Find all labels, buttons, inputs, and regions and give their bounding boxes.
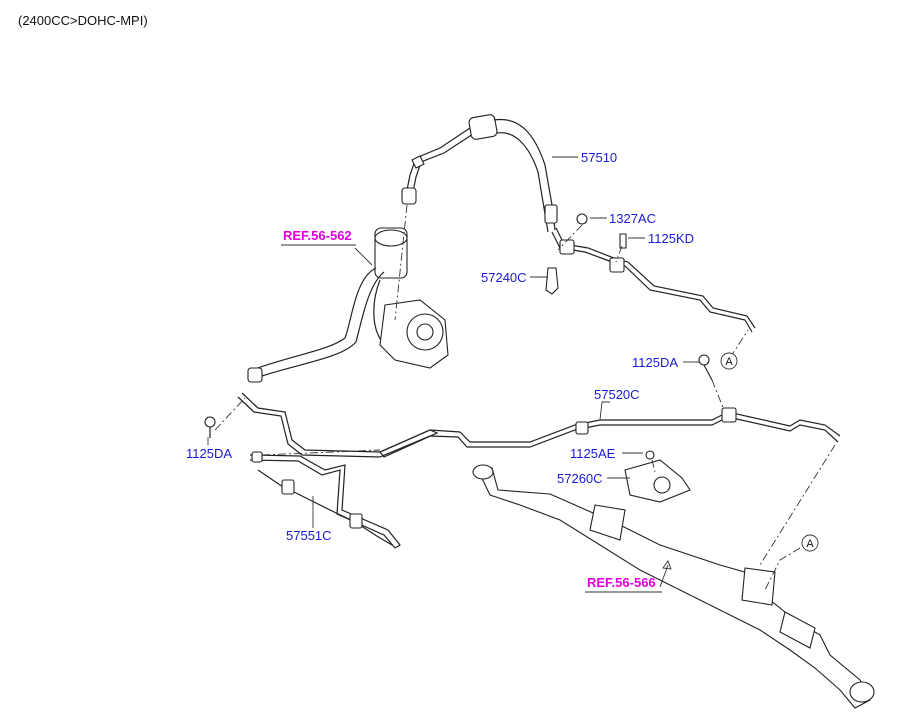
centerline-1125DA	[711, 379, 725, 411]
centerline-A-upper	[729, 329, 749, 359]
label-57551C[interactable]: 57551C	[286, 528, 332, 543]
centerline-1125AE	[651, 459, 656, 473]
ref-56-566-label[interactable]: REF.56-566	[587, 575, 656, 590]
steering-gear-assembly[interactable]	[472, 450, 875, 709]
centerline-return-left	[261, 449, 381, 456]
callout-a-upper: A	[720, 352, 738, 370]
return-tube-57551C[interactable]	[249, 451, 401, 549]
label-57520C[interactable]: 57520C	[594, 387, 640, 402]
label-1125KD[interactable]: 1125KD	[648, 231, 694, 246]
ref-56-562-label[interactable]: REF.56-562	[283, 228, 352, 243]
leader-ref-56-562	[354, 247, 373, 266]
callout-a-upper-letter: A	[725, 356, 733, 368]
label-1125DA-upper[interactable]: 1125DA	[632, 355, 678, 370]
arrow-ref-56-566	[662, 560, 672, 570]
pressure-tube-57520C[interactable]	[237, 392, 841, 458]
reservoir-and-pump[interactable]	[247, 227, 449, 383]
callout-a-lower: A	[801, 534, 819, 552]
leader-57520C	[599, 401, 610, 421]
centerline-1327AC	[557, 224, 583, 251]
label-1125AE[interactable]: 1125AE	[570, 446, 616, 461]
centerline-A-gear	[764, 547, 801, 591]
label-1327AC[interactable]: 1327AC	[609, 211, 656, 226]
callout-a-lower-letter: A	[806, 538, 814, 550]
label-1125DA-left[interactable]: 1125DA	[186, 446, 232, 461]
pressure-tube-upper[interactable]	[545, 213, 756, 333]
engine-spec-header: (2400CC>DOHC-MPI)	[18, 13, 148, 28]
centerline-1125KD	[615, 245, 623, 263]
label-57510[interactable]: 57510	[581, 150, 617, 165]
pressure-hose-57510[interactable]	[401, 114, 558, 233]
centerline-hose-to-pump	[394, 204, 408, 321]
centerline-1125DA-left	[214, 397, 246, 431]
bolt-1125DA-left[interactable]	[204, 416, 216, 438]
label-57240C[interactable]: 57240C	[481, 270, 527, 285]
centerline-A-lower	[759, 444, 836, 566]
label-57260C[interactable]: 57260C	[557, 471, 603, 486]
bolt-1125DA-upper[interactable]	[698, 354, 713, 381]
